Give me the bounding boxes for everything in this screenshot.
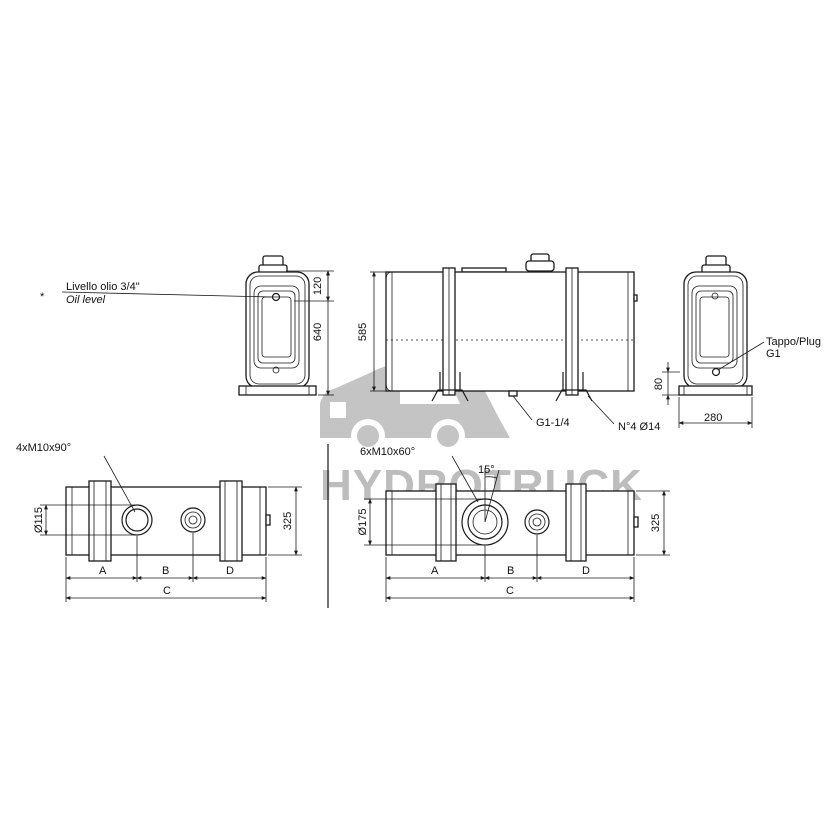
dim-280: 280	[704, 412, 722, 424]
oil-level-label-it: Livello olio 3/4"	[66, 281, 140, 293]
oil-level-leader	[61, 291, 273, 298]
dim-c-left: C	[163, 585, 171, 597]
plug-thread-label: G1	[766, 348, 781, 360]
dim-120: 120	[312, 277, 324, 295]
front-view	[370, 253, 638, 425]
mount-holes-label: N°4 Ø14	[618, 421, 660, 433]
dim-c-right: C	[506, 585, 514, 597]
end-view-left	[238, 255, 334, 396]
dim-a-left: A	[99, 565, 107, 577]
oil-level-label-en: Oil level	[66, 294, 106, 306]
bolts-right-label: 6xM10x60°	[360, 446, 415, 458]
dim-640: 640	[312, 323, 324, 341]
oil-level-asterisk: *	[40, 291, 45, 303]
plug-label: Tappo/Plug	[766, 336, 821, 348]
dim-b-right: B	[507, 565, 514, 577]
dim-dia-175: Ø175	[357, 509, 369, 536]
dim-b-left: B	[162, 565, 169, 577]
dim-d-left: D	[226, 565, 234, 577]
dim-dia-115: Ø115	[33, 507, 45, 533]
angle-label: 15°	[478, 464, 495, 476]
dim-585: 585	[357, 323, 369, 341]
dim-325-right: 325	[650, 514, 662, 532]
dim-a-right: A	[431, 565, 439, 577]
dim-80: 80	[653, 378, 665, 390]
bolts-left-label: 4xM10x90°	[16, 442, 71, 454]
dim-325-left: 325	[282, 512, 294, 530]
dim-d-right: D	[582, 565, 590, 577]
end-view-right	[662, 255, 765, 428]
top-view-right	[364, 455, 670, 602]
top-view-left	[40, 455, 302, 602]
drain-label: G1-1/4	[536, 417, 570, 429]
